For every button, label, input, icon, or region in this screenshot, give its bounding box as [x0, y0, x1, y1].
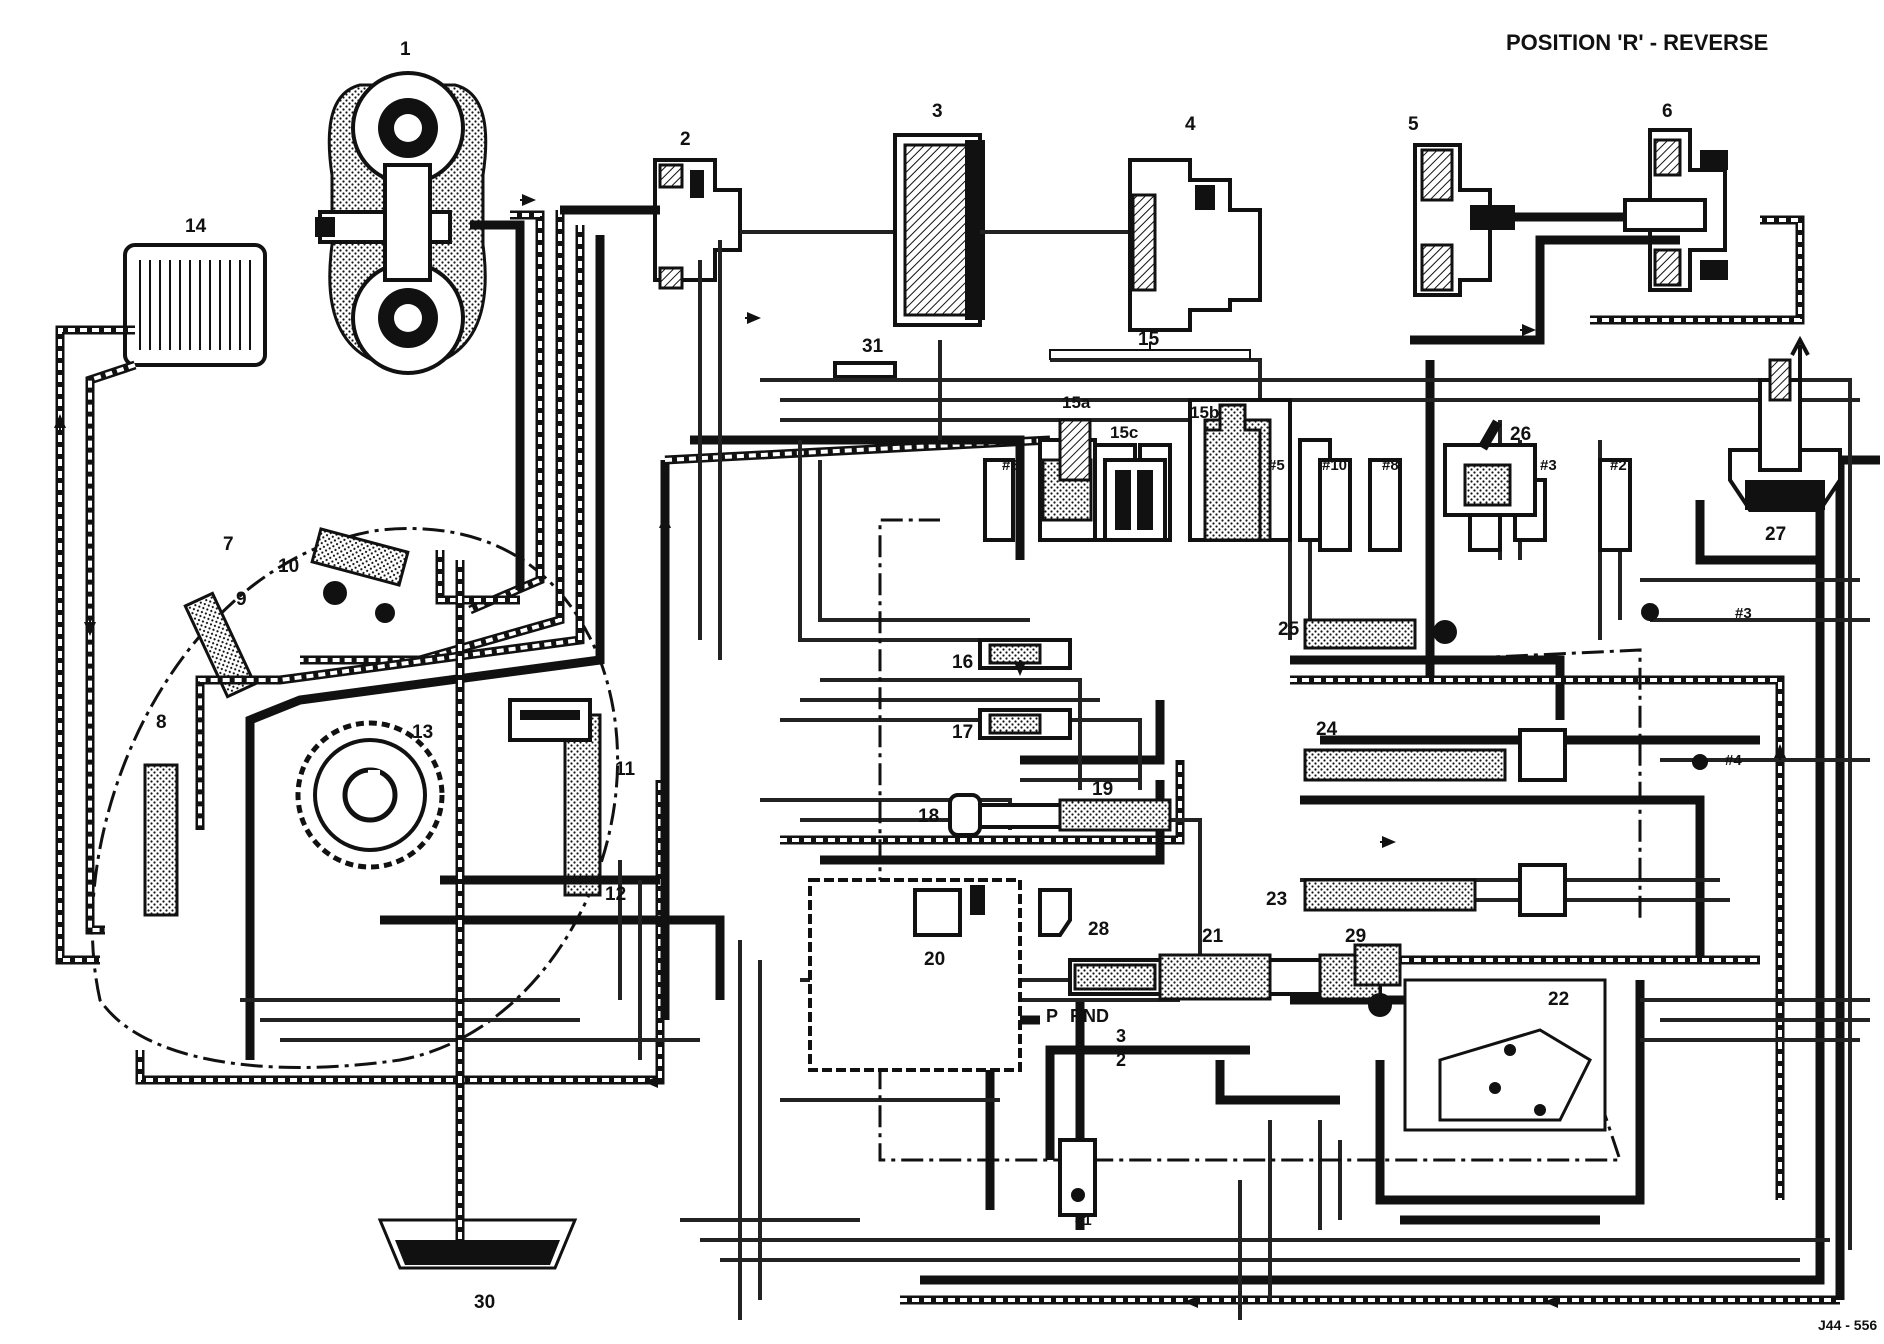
- pump-assembly: [90, 527, 620, 1069]
- label-30: 30: [474, 1292, 495, 1313]
- label-16: 16: [952, 652, 973, 673]
- label-15a: 15a: [1062, 393, 1091, 412]
- check-valve-label-6: #6: [1002, 457, 1019, 474]
- selector-3: 3: [1116, 1026, 1126, 1046]
- selector-positions: P RND 3 2: [1046, 1006, 1126, 1070]
- valve-17: [978, 708, 1072, 740]
- selector-p: P: [1046, 1006, 1058, 1026]
- signal-lines: [240, 240, 1870, 1320]
- test-plug-31: [833, 361, 897, 379]
- clutch-6: [1623, 128, 1728, 292]
- valve-23: [1303, 863, 1567, 917]
- clutch-5: [1413, 143, 1640, 297]
- label-17: 17: [952, 722, 973, 743]
- accumulator-20: [808, 878, 1022, 1072]
- label-15c: 15c: [1110, 423, 1138, 442]
- check-valve-1: [1058, 1138, 1097, 1217]
- valve-28: [1038, 888, 1072, 937]
- valve-18-19: [948, 793, 1172, 837]
- label-23: 23: [1266, 889, 1287, 910]
- valve-27: [1728, 335, 1842, 512]
- band-drum-3: [893, 133, 1140, 327]
- check-valve-label-3b: #3: [1735, 605, 1752, 622]
- label-1: 1: [400, 39, 411, 60]
- label-14: 14: [185, 216, 207, 237]
- diagram-title: POSITION 'R' - REVERSE: [1506, 30, 1768, 55]
- check-valve-label-10: #10: [1322, 457, 1347, 474]
- label-8: 8: [156, 712, 167, 733]
- label-3: 3: [932, 101, 943, 122]
- label-11: 11: [615, 759, 636, 780]
- check-ball-29: [1368, 993, 1392, 1017]
- label-27: 27: [1765, 524, 1786, 545]
- label-21: 21: [1202, 926, 1224, 947]
- check-valve-labels: #1 #2 #3 #3 #4 #5 #6 #8 #10: [1002, 457, 1752, 1229]
- torque-converter: [315, 71, 488, 375]
- manual-linkage: [878, 518, 1642, 1162]
- label-20: 20: [924, 949, 945, 970]
- label-4: 4: [1185, 114, 1196, 135]
- check-valve-label-2: #2: [1610, 457, 1627, 474]
- detent-lever-22: [1403, 978, 1607, 1132]
- oil-sump: [377, 560, 578, 1270]
- figure-reference: J44 - 556: [1818, 1317, 1877, 1333]
- label-24: 24: [1316, 719, 1338, 740]
- label-2: 2: [680, 129, 691, 150]
- label-22: 22: [1548, 989, 1569, 1010]
- oil-cooler: [123, 243, 267, 367]
- selector-2: 2: [1116, 1050, 1126, 1070]
- label-7: 7: [223, 534, 234, 555]
- solenoid-15b: [1203, 403, 1262, 542]
- check-valve-label-4: #4: [1725, 752, 1742, 769]
- flow-arrows: [54, 194, 1786, 1308]
- label-13: 13: [412, 722, 433, 743]
- label-10: 10: [278, 556, 299, 577]
- solenoid-15a: [1058, 418, 1092, 482]
- check-valve-label-1: #1: [1075, 1212, 1092, 1229]
- valve-16: [978, 638, 1072, 670]
- label-12: 12: [605, 884, 626, 905]
- selector-rnd: RND: [1070, 1006, 1109, 1026]
- label-31: 31: [862, 336, 884, 357]
- check-valve-label-5: #5: [1268, 457, 1285, 474]
- valve-25: [1303, 603, 1708, 770]
- valve-29: [1353, 943, 1402, 987]
- label-19: 19: [1092, 779, 1113, 800]
- planetary-4: [1128, 158, 1262, 332]
- label-9: 9: [236, 589, 247, 610]
- valve-24: [1303, 728, 1567, 782]
- label-29: 29: [1345, 926, 1366, 947]
- label-28: 28: [1088, 919, 1109, 940]
- label-25: 25: [1278, 619, 1300, 640]
- solenoid-15c: [1103, 458, 1167, 542]
- label-18: 18: [918, 806, 939, 827]
- check-valve-label-8: #8: [1382, 457, 1399, 474]
- label-15b: 15b: [1190, 403, 1219, 422]
- label-6: 6: [1662, 101, 1673, 122]
- callout-labels: 1 2 3 4 5 6 7 8 9 10 11 12 13 14 15 15a …: [156, 39, 1786, 1313]
- label-26: 26: [1510, 424, 1531, 445]
- label-5: 5: [1408, 114, 1419, 135]
- check-valve-label-3a: #3: [1540, 457, 1557, 474]
- label-15: 15: [1138, 329, 1160, 350]
- manual-valve-21: [1068, 953, 1382, 1001]
